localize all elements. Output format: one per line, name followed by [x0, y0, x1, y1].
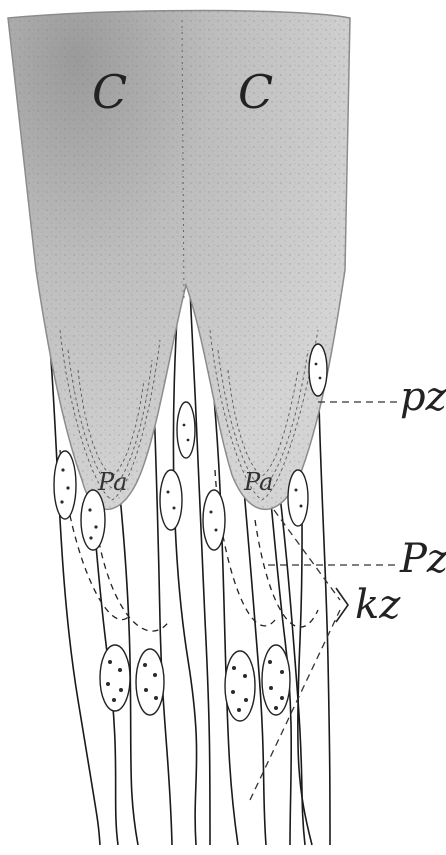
cell: [160, 470, 182, 530]
cell: [81, 490, 105, 550]
cell: [262, 645, 290, 715]
label-tip-left: Pa: [97, 468, 127, 496]
label-tip-right: Pa: [243, 468, 273, 496]
label-pz-upper: pz: [400, 374, 446, 420]
cell: [203, 490, 225, 550]
cell: [309, 344, 327, 396]
label-cone-right: C: [238, 65, 273, 119]
label-kz: kz: [355, 582, 401, 628]
cell: [288, 470, 308, 526]
cell: [54, 451, 76, 519]
cell: [136, 649, 164, 715]
kz-bracket: [336, 588, 348, 622]
label-pz-lower: Pz: [399, 536, 446, 582]
cell: [177, 402, 195, 458]
label-cone-left: C: [92, 65, 127, 119]
